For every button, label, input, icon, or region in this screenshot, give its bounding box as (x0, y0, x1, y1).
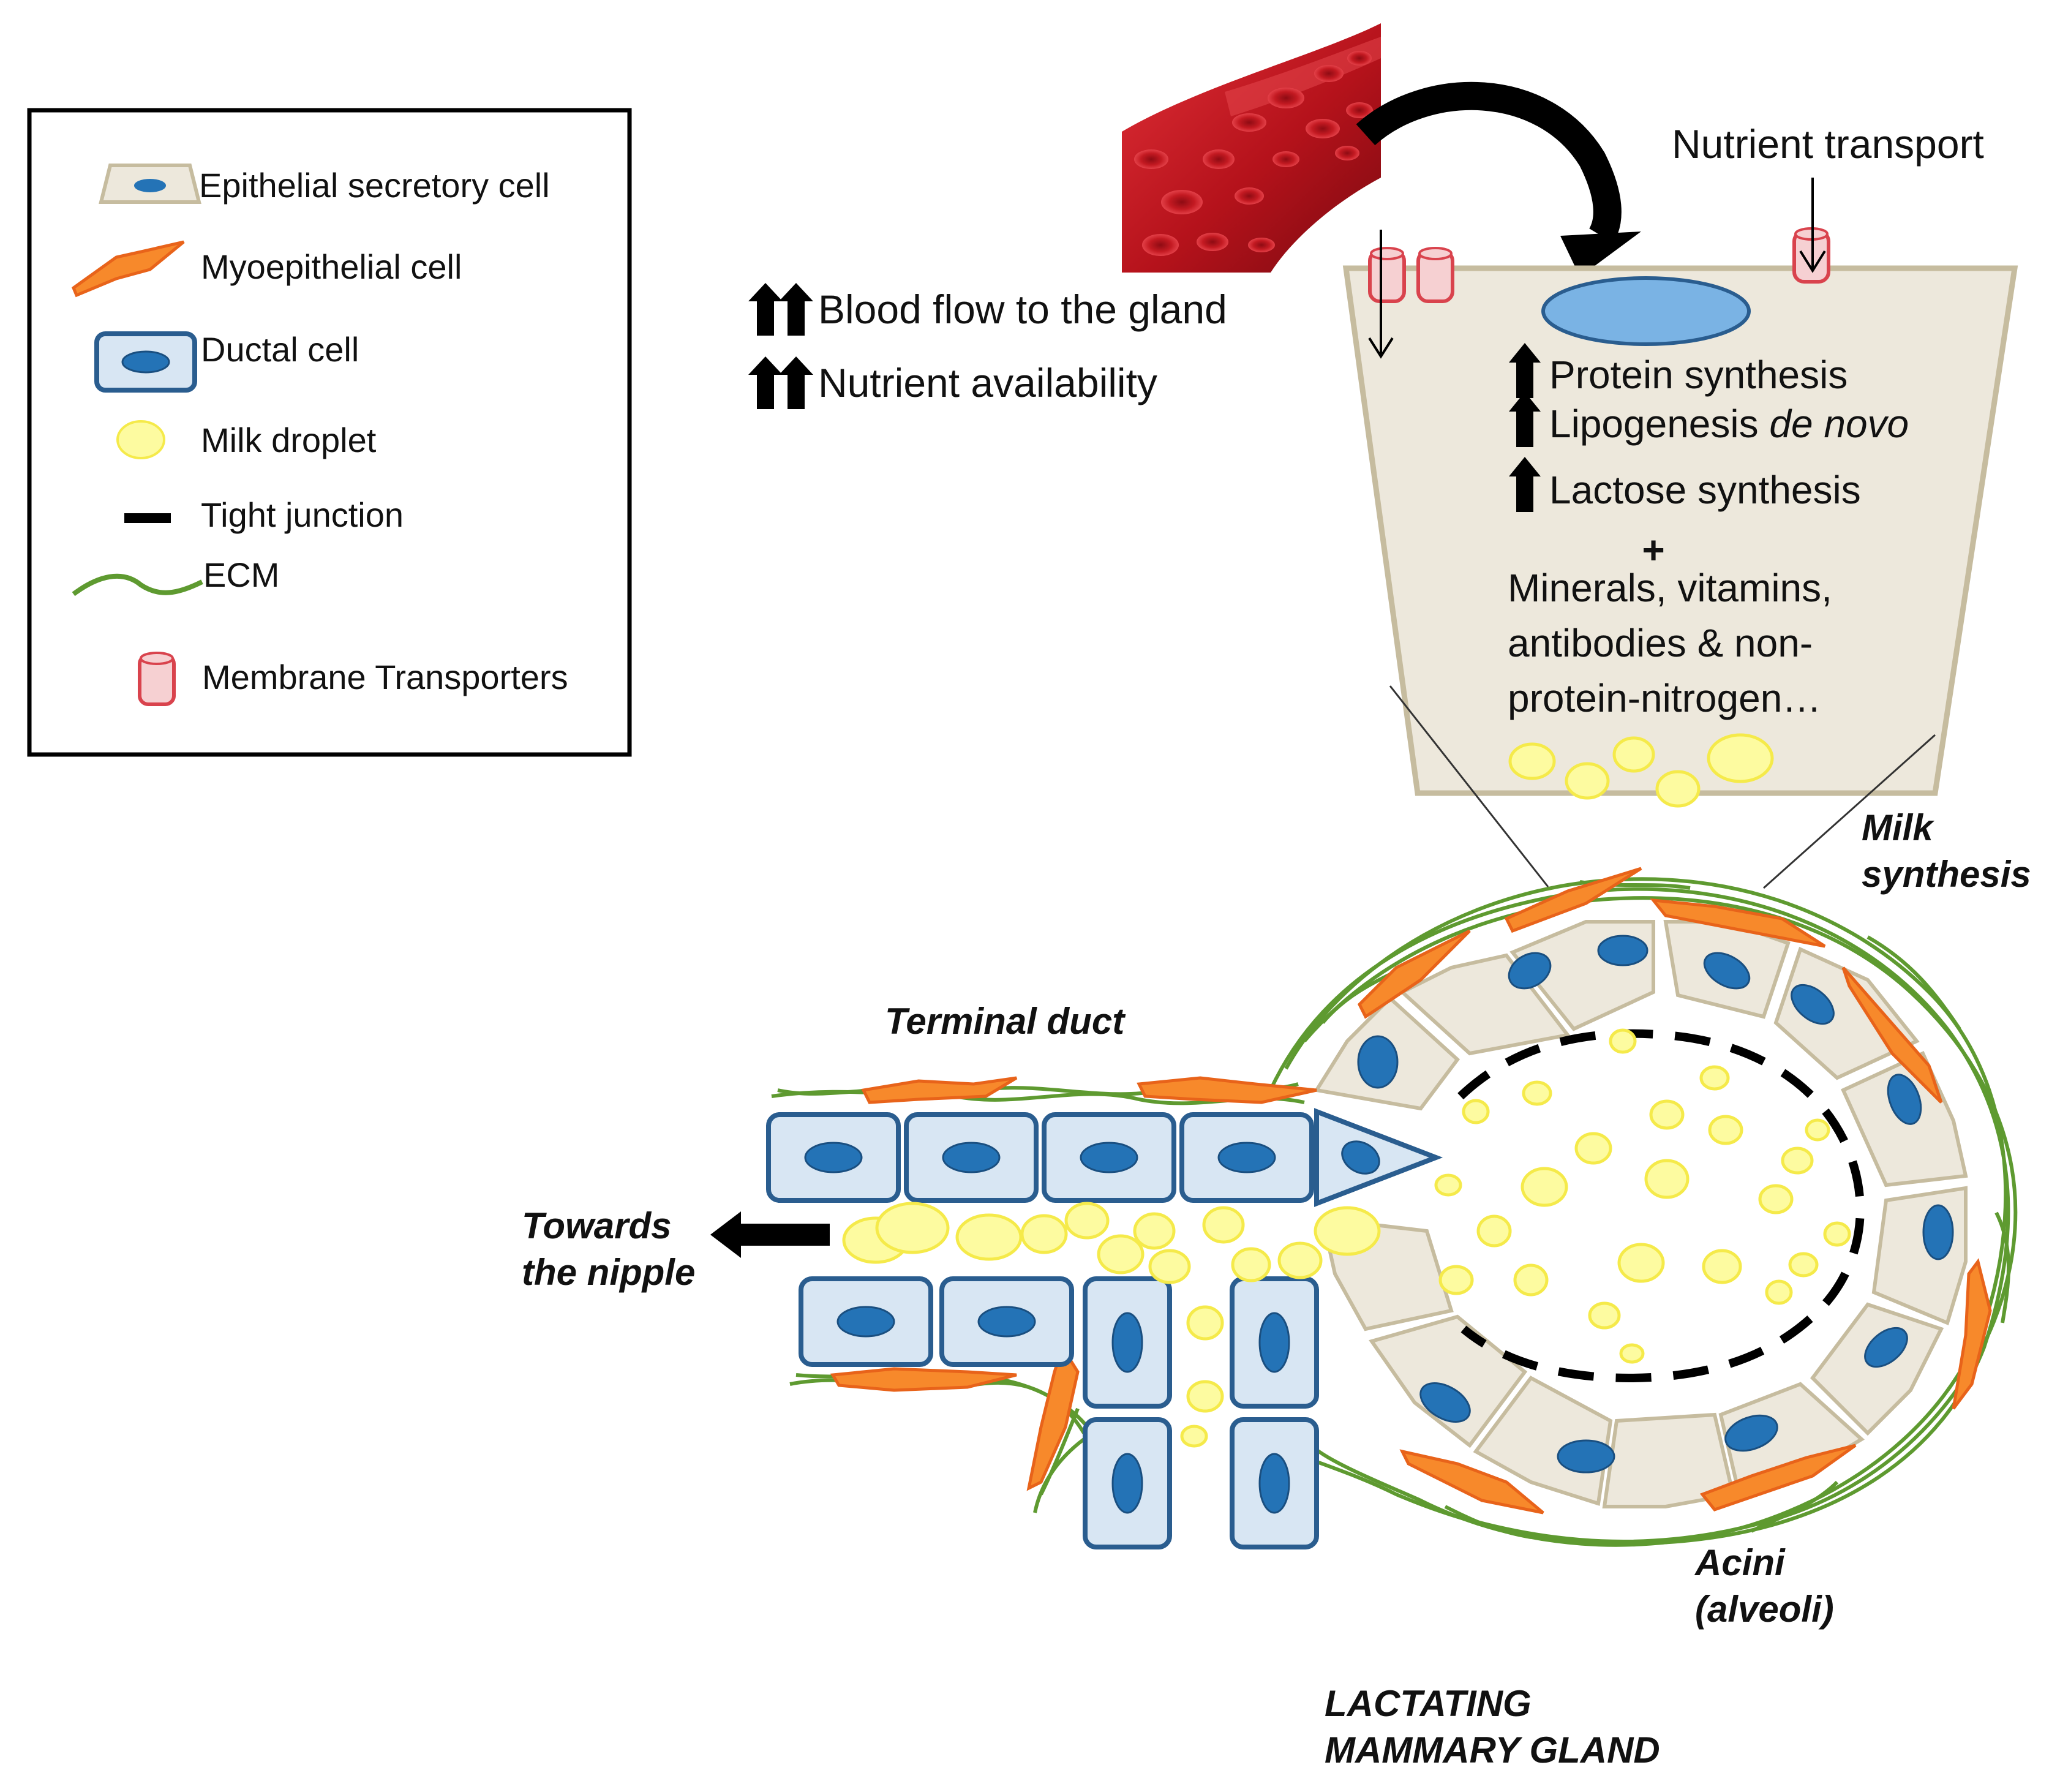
milk-synthesis-label-line2: synthesis (1862, 854, 2031, 895)
milk-droplets (842, 1028, 1851, 1448)
tight-junctions (1457, 1029, 1865, 1383)
minerals-text-line1: Minerals, vitamins, (1508, 566, 1832, 610)
cell-milk-droplets (1508, 733, 1774, 808)
up-arrow-icon (1509, 457, 1541, 512)
cell-nucleus (1541, 276, 1751, 346)
acini-label-line1: Acini (1694, 1542, 1786, 1583)
transport-arrow (1368, 178, 1826, 359)
up-arrow-icon (1509, 392, 1541, 447)
nutrient-availability-text: Nutrient availability (818, 360, 1157, 405)
legend: Epithelial secretory cell Myoepithelial … (27, 108, 632, 757)
towards-nipple-label-line2: the nipple (522, 1252, 695, 1293)
legend-label-ecm: ECM (203, 555, 279, 594)
myoepithelial-cell-icon (71, 240, 185, 298)
zoomed-epithelial-cell: Protein synthesis Lipogenesis de novo La… (1342, 178, 2018, 808)
epithelial-nuclei (1357, 935, 1954, 1474)
towards-nipple-label-line1: Towards (522, 1205, 671, 1246)
red-blood-cells (1134, 51, 1373, 256)
terminal-duct (766, 1108, 1443, 1549)
double-up-arrow-icon (748, 283, 813, 336)
terminal-duct-label: Terminal duct (885, 1001, 1126, 1042)
membrane-transporter-icon (138, 652, 176, 706)
diagram-labels: Milk synthesis Terminal duct Towards the… (522, 807, 2031, 1771)
lipogenesis-label: Lipogenesis (1549, 402, 1769, 446)
legend-label-myoepithelial: Myoepithelial cell (201, 247, 462, 286)
lactose-synthesis-text: Lactose synthesis (1549, 468, 1861, 512)
de-novo-label: de novo (1769, 402, 1909, 446)
tight-junction-icon (124, 513, 171, 523)
epithelial-cell-icon (99, 164, 201, 204)
towards-nipple-arrow (710, 1211, 830, 1258)
minerals-text-line3: protein-nitrogen… (1508, 676, 1821, 720)
zoom-lines (1389, 685, 1936, 889)
double-up-arrow-icon (748, 356, 813, 409)
gland-title-line1: LACTATING (1325, 1683, 1532, 1724)
nutrient-transport-text: Nutrient transport (1672, 121, 1984, 167)
lipogenesis-text: Lipogenesis de novo (1549, 402, 1909, 446)
legend-label-ductal: Ductal cell (201, 330, 359, 369)
gland-title-line2: MAMMARY GLAND (1325, 1730, 1660, 1771)
blood-vessel-image (1122, 23, 1381, 273)
acini-label-line2: (alveoli) (1695, 1589, 1834, 1630)
myoepithelial-cells (830, 867, 1992, 1515)
blood-flow-text: Blood flow to the gland (818, 287, 1227, 332)
legend-label-tight-junction: Tight junction (201, 495, 404, 534)
ecm-icon (72, 573, 203, 597)
minerals-text-line2: antibodies & non- (1508, 621, 1813, 665)
legend-label-transporters: Membrane Transporters (202, 658, 568, 696)
milk-droplet-icon (116, 420, 165, 459)
milk-synthesis-label-line1: Milk (1862, 807, 1934, 848)
curved-arrow (1356, 81, 1641, 277)
ductal-nuclei (804, 1140, 1380, 1514)
protein-synthesis-text: Protein synthesis (1549, 353, 1848, 397)
acinus (830, 867, 1992, 1515)
up-arrow-icon (1509, 343, 1541, 398)
legend-label-milk-droplet: Milk droplet (201, 421, 377, 459)
plus-sign: + (1642, 528, 1664, 572)
ductal-cell-icon (94, 331, 197, 393)
legend-label-epithelial: Epithelial secretory cell (199, 166, 550, 205)
